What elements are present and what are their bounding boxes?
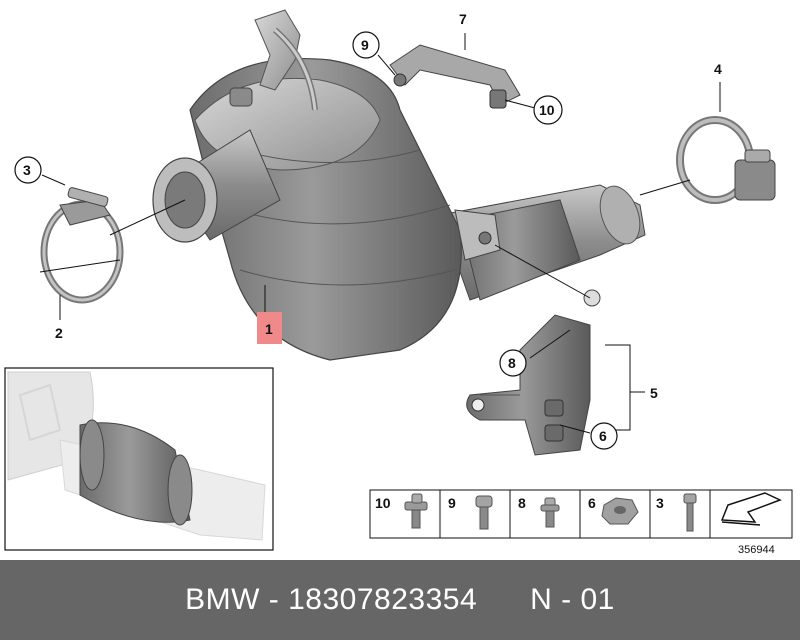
direction-arrow-icon: [720, 492, 782, 526]
fastener-legend: 10 9 8 6 3: [369, 489, 793, 539]
footer-brand: BMW: [185, 583, 260, 616]
diagram-number: 356944: [738, 544, 775, 556]
upper-bracket: [389, 44, 521, 109]
callout-1-highlight: [257, 312, 282, 344]
callout-8-circle: 8: [499, 349, 527, 377]
footer-part-number: 18307823354: [288, 583, 478, 616]
hex-bolt-icon: [475, 495, 493, 530]
parts-diagram: 1 2 4 5 7 11 3 9 10 8 6: [4, 9, 793, 556]
legend-item-10: 10: [375, 495, 391, 511]
legend-item-9: 9: [448, 495, 456, 511]
callout-5: 5: [650, 385, 658, 401]
flange-bolt-icon: [404, 493, 428, 529]
callout-6: 6: [599, 428, 607, 444]
legend-item-6: 6: [588, 495, 596, 511]
callout-1: 1: [265, 321, 273, 337]
callout-4: 4: [714, 61, 722, 77]
long-bolt-icon: [683, 493, 697, 532]
legend-item-8: 8: [518, 495, 526, 511]
catalytic-converter: [152, 9, 462, 361]
leader-lines: [39, 33, 721, 434]
callout-8: 8: [508, 355, 516, 371]
callout-9: 9: [361, 37, 369, 53]
small-bolt-icon: [540, 497, 560, 528]
v-band-clamp: [40, 187, 124, 304]
footer-variant: N - 01: [530, 583, 615, 616]
pipe-clamp: [676, 116, 776, 204]
footer-separator: -: [259, 583, 289, 616]
callout-7: 7: [459, 11, 467, 27]
callout-3: 3: [23, 162, 31, 178]
detail-inset: [4, 367, 274, 551]
callout-6-circle: 6: [590, 422, 618, 450]
lower-bracket: [466, 289, 601, 456]
hex-nut-icon: [601, 497, 639, 525]
callout-3-circle: 3: [14, 156, 42, 184]
footer-gap: [477, 583, 530, 617]
legend-item-3: 3: [656, 495, 664, 511]
callout-2: 2: [55, 325, 63, 341]
callout-10: 10: [539, 102, 555, 118]
footer-bar: BMW - 18307823354 N - 01: [0, 560, 800, 640]
callout-9-circle: 9: [352, 31, 380, 59]
converter-bracket: [454, 209, 501, 261]
callout-10-circle: 10: [533, 95, 563, 125]
